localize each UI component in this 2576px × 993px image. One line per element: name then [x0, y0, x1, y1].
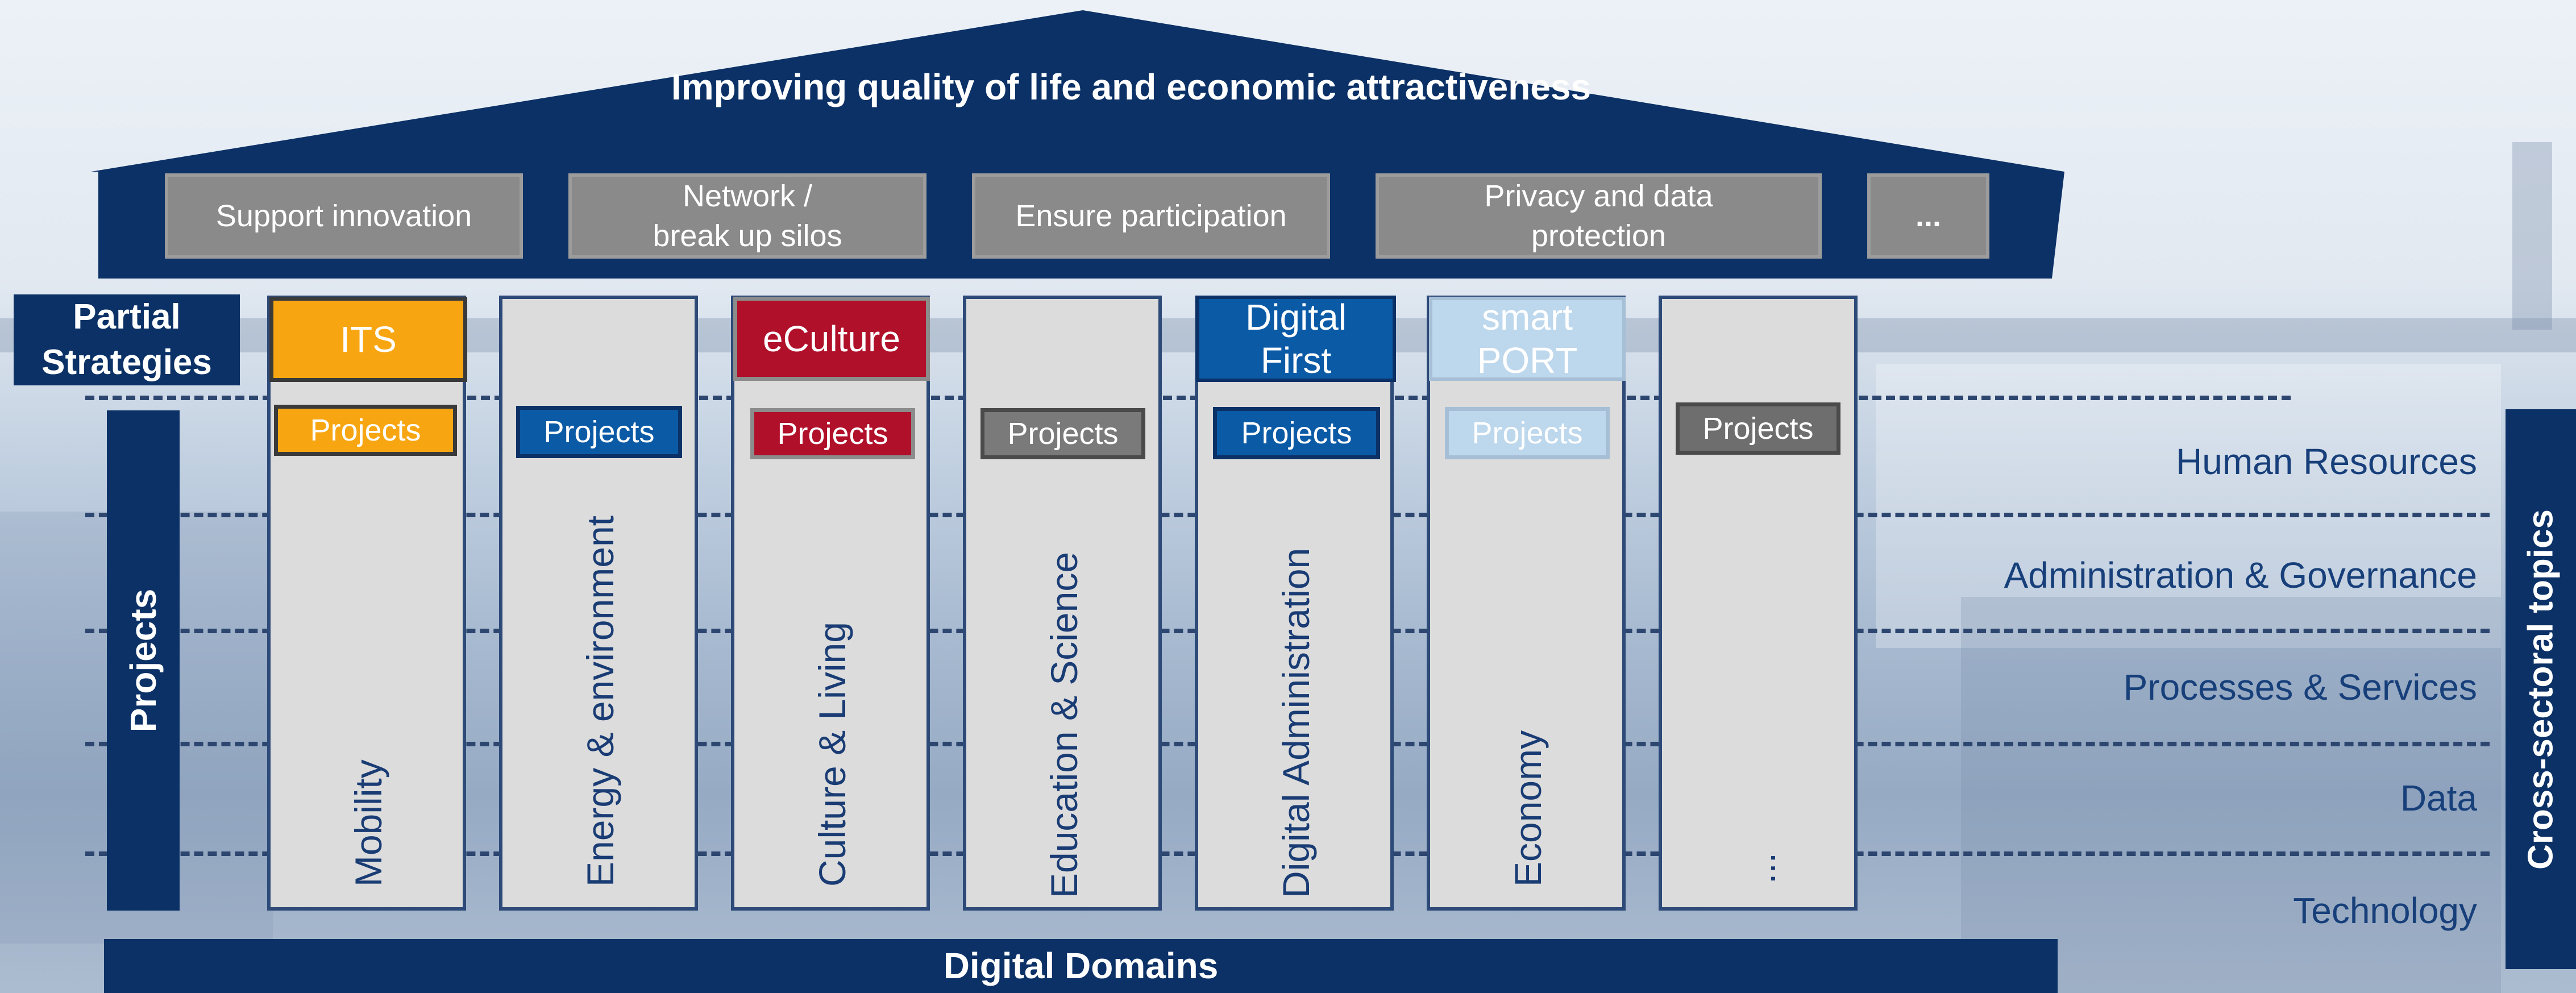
digital-domains-base: Digital Domains	[104, 939, 2058, 993]
pillar-education-science	[963, 296, 1162, 911]
goal-network-break-up-silos: Network / break up silos	[568, 173, 926, 259]
domain-label-energy-environment: Energy & environment	[579, 515, 621, 887]
background-haze	[1876, 364, 2501, 648]
topic-administration-governance: Administration & Governance	[2004, 555, 2477, 596]
projects-button-mobility[interactable]: Projects	[274, 405, 457, 456]
projects-button-digital-admin[interactable]: Projects	[1213, 407, 1380, 459]
strategy-smart-port[interactable]: smart PORT	[1429, 297, 1626, 381]
domain-label-culture-living: Culture & Living	[811, 622, 853, 887]
pillar-culture-living	[731, 296, 930, 911]
topic-human-resources: Human Resources	[2176, 441, 2477, 482]
partial-strategies-label: Partial Strategies	[14, 294, 240, 385]
strategy-its[interactable]: ITS	[269, 297, 467, 382]
background-tower	[2512, 142, 2552, 330]
domain-label-economy: Economy	[1507, 730, 1549, 887]
projects-side-label: Projects	[107, 410, 180, 911]
projects-button-economy[interactable]: Projects	[1445, 407, 1610, 459]
pillar-economy	[1427, 296, 1626, 911]
cross-sectoral-text: Cross-sectoral topics	[2521, 509, 2561, 870]
background-buildings	[1961, 597, 2501, 993]
pillar-mobility	[267, 296, 466, 911]
goal-privacy-data-protection: Privacy and data protection	[1376, 173, 1822, 259]
topic-processes-services: Processes & Services	[2123, 667, 2477, 708]
pillar-more	[1659, 296, 1858, 911]
goal-ensure-participation: Ensure participation	[972, 173, 1330, 259]
divider-line	[85, 396, 2291, 400]
cross-sectoral-topics-label: Cross-sectoral topics	[2506, 409, 2576, 969]
projects-button-education[interactable]: Projects	[980, 408, 1145, 459]
domain-label-digital-administration: Digital Administration	[1275, 547, 1317, 898]
domain-label-education-science: Education & Science	[1043, 551, 1085, 898]
pillar-energy-environment	[499, 296, 698, 911]
goal-more: ...	[1867, 173, 1989, 259]
projects-button-more[interactable]: Projects	[1676, 402, 1840, 455]
projects-side-text: Projects	[123, 588, 164, 733]
domain-label-more: ...	[1741, 852, 1783, 884]
page-title: Improving quality of life and economic a…	[671, 67, 1592, 107]
goal-support-innovation: Support innovation	[165, 173, 523, 259]
strategy-eculture[interactable]: eCulture	[733, 297, 930, 381]
topic-data: Data	[2400, 778, 2477, 819]
pillar-digital-administration	[1195, 296, 1394, 911]
projects-button-culture[interactable]: Projects	[750, 408, 915, 459]
projects-button-energy[interactable]: Projects	[516, 406, 682, 458]
domain-label-mobility: Mobility	[347, 759, 389, 887]
strategy-digital-first[interactable]: Digital First	[1196, 296, 1396, 382]
topic-technology: Technology	[2293, 890, 2477, 931]
